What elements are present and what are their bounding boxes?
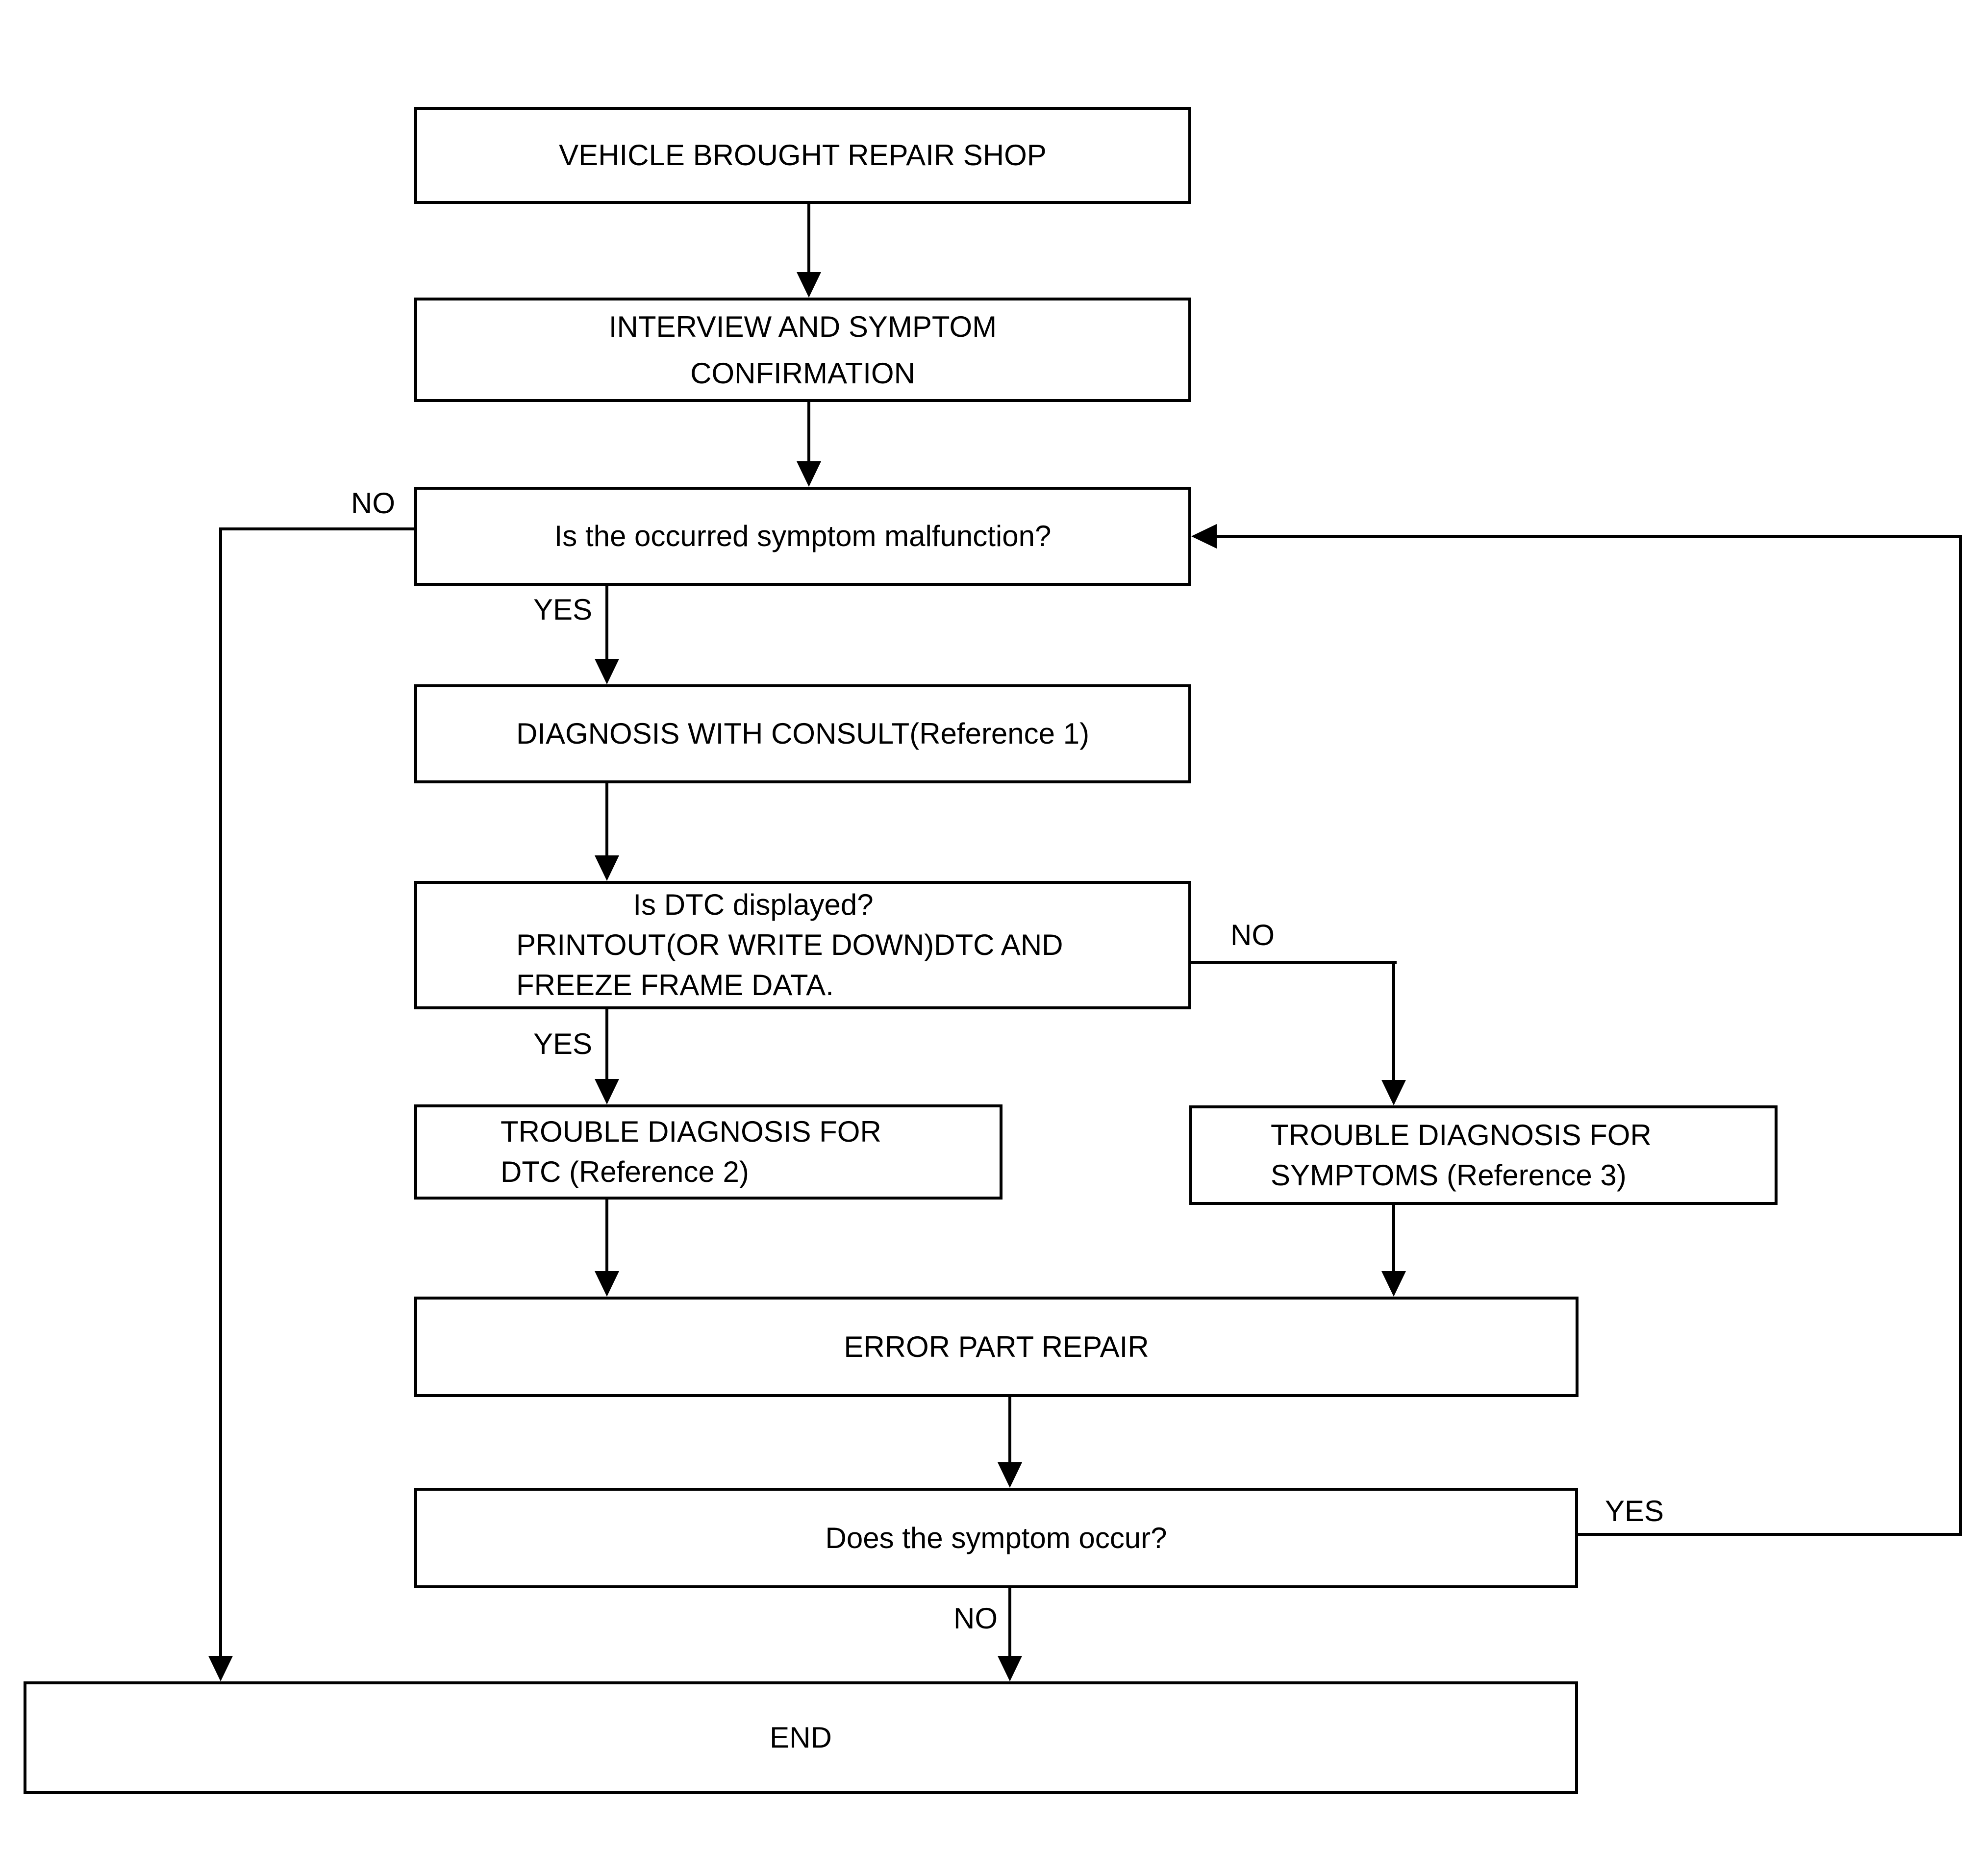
arrowhead-into-symptom-occur xyxy=(998,1462,1022,1488)
arrowhead-into-error-repair-right xyxy=(1381,1271,1406,1297)
connector-occur-yes-horizontal-top xyxy=(1217,535,1962,538)
node-symptom-occur-text: Does the symptom occur? xyxy=(825,1521,1167,1554)
arrowhead-into-end-left xyxy=(208,1656,233,1681)
node-dtc-displayed-decision: Is DTC displayed? PRINTOUT(OR WRITE DOWN… xyxy=(414,881,1191,1009)
node-dtc-text-line1: Is DTC displayed? xyxy=(633,888,874,921)
arrowhead-into-interview xyxy=(797,272,821,298)
node-interview-text-line1: INTERVIEW AND SYMPTOM xyxy=(608,310,997,343)
node-error-part-repair: ERROR PART REPAIR xyxy=(414,1297,1579,1397)
connector-occur-yes-horizontal-bottom xyxy=(1578,1533,1962,1536)
arrowhead-into-end-center xyxy=(998,1656,1022,1681)
node-error-repair-text: ERROR PART REPAIR xyxy=(844,1330,1149,1363)
arrowhead-into-malfunction-right xyxy=(1191,524,1217,549)
node-trouble-dtc-text-line1: TROUBLE DIAGNOSIS FOR xyxy=(501,1115,881,1148)
connector-dtc-no-horizontal xyxy=(1191,961,1397,964)
node-symptom-malfunction-decision: Is the occurred symptom malfunction? xyxy=(414,487,1191,586)
arrowhead-into-trouble-symptoms xyxy=(1381,1080,1406,1105)
node-end-text: END xyxy=(770,1721,832,1754)
label-occur-no: NO xyxy=(953,1602,998,1635)
label-occur-yes: YES xyxy=(1605,1495,1664,1527)
connector-symptom-occur-no-to-end xyxy=(1008,1588,1011,1656)
arrowhead-into-consult xyxy=(595,659,619,684)
connector-dtc-no-vertical xyxy=(1392,961,1395,1080)
arrowhead-into-malfunction xyxy=(797,461,821,487)
arrowhead-into-dtc xyxy=(595,855,619,881)
node-end: END xyxy=(24,1681,1578,1794)
node-consult-text: DIAGNOSIS WITH CONSULT(Reference 1) xyxy=(516,717,1090,750)
connector-dtc-yes-to-trouble-dtc xyxy=(605,1009,608,1079)
node-interview-symptom-confirmation: INTERVIEW AND SYMPTOM CONFIRMATION xyxy=(414,298,1191,402)
label-dtc-no: NO xyxy=(1230,919,1275,951)
node-vehicle-text: VEHICLE BROUGHT REPAIR SHOP xyxy=(559,139,1047,172)
connector-interview-to-malfunction xyxy=(807,402,810,461)
node-trouble-dtc-text-line2: DTC (Reference 2) xyxy=(501,1155,749,1188)
connector-consult-to-dtc xyxy=(605,783,608,855)
node-dtc-text-line3: FREEZE FRAME DATA. xyxy=(516,969,834,1001)
label-malfunction-no: NO xyxy=(351,487,395,520)
connector-error-repair-to-symptom-occur xyxy=(1008,1397,1011,1462)
node-vehicle-brought-repair-shop: VEHICLE BROUGHT REPAIR SHOP xyxy=(414,107,1191,204)
node-symptom-occur-decision: Does the symptom occur? xyxy=(414,1488,1578,1588)
connector-occur-yes-vertical xyxy=(1959,535,1962,1536)
node-diagnosis-with-consult: DIAGNOSIS WITH CONSULT(Reference 1) xyxy=(414,684,1191,783)
connector-malfunction-no-vertical xyxy=(219,527,222,1656)
connector-vehicle-to-interview xyxy=(807,204,810,272)
label-malfunction-yes: YES xyxy=(533,593,593,626)
connector-malfunction-no-horizontal xyxy=(219,527,414,530)
node-trouble-diagnosis-symptoms: TROUBLE DIAGNOSIS FOR SYMPTOMS (Referenc… xyxy=(1189,1105,1778,1205)
node-malfunction-text: Is the occurred symptom malfunction? xyxy=(554,520,1052,552)
connector-trouble-dtc-to-error-repair xyxy=(605,1200,608,1271)
connector-trouble-symptoms-to-error-repair xyxy=(1392,1205,1395,1271)
arrowhead-into-error-repair-left xyxy=(595,1271,619,1297)
node-trouble-symptoms-text-line1: TROUBLE DIAGNOSIS FOR xyxy=(1271,1118,1652,1151)
label-dtc-yes: YES xyxy=(533,1027,593,1060)
connector-malfunction-yes-to-consult xyxy=(605,586,608,659)
node-interview-text-line2: CONFIRMATION xyxy=(690,356,915,390)
arrowhead-into-trouble-dtc xyxy=(595,1079,619,1104)
node-trouble-symptoms-text-line2: SYMPTOMS (Reference 3) xyxy=(1271,1158,1627,1192)
node-trouble-diagnosis-dtc: TROUBLE DIAGNOSIS FOR DTC (Reference 2) xyxy=(414,1104,1003,1200)
node-dtc-text-line2: PRINTOUT(OR WRITE DOWN)DTC AND xyxy=(516,928,1063,961)
